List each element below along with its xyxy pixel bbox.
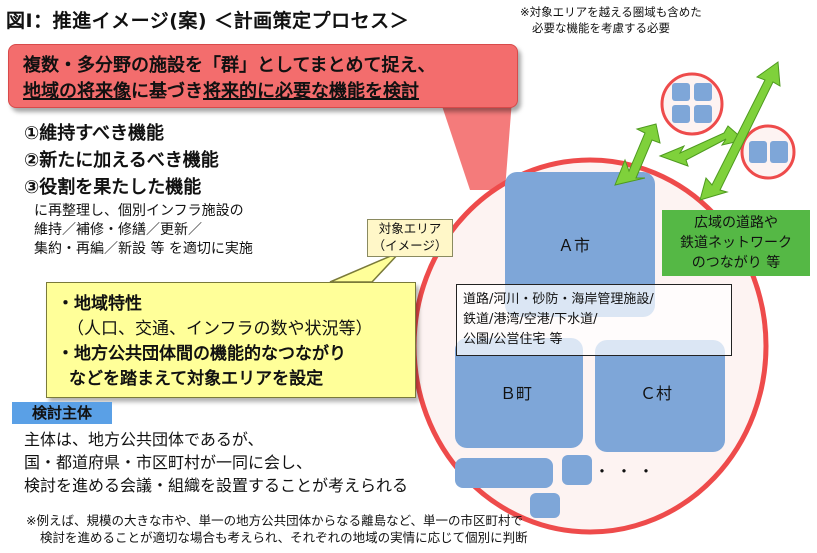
village-c-shape <box>595 340 725 452</box>
double-headed-arrow-icon <box>614 123 661 186</box>
infrastructure-list: 道路/河川・砂防・海岸管理施設/ 鉄道/港湾/空港/下水道/ 公園/公営住宅 等 <box>456 284 732 356</box>
scope-note-line-2: 必要な機能を考慮する必要 <box>532 21 670 35</box>
outer-region-circle-2 <box>740 124 796 180</box>
banner-line-2: 地域の将来像に基づき将来的に必要な機能を検討 <box>23 81 419 102</box>
page-title: 図Ⅰ：推進イメージ(案) ＜計画策定プロセス＞ <box>6 10 410 32</box>
function-item: ②新たに加えるべき機能 <box>24 150 219 171</box>
function-item: ①維持すべき機能 <box>24 123 164 144</box>
scope-note: ※対象エリアを越える圏域も含めた 必要な機能を考慮する必要 <box>520 4 810 36</box>
city-a-label: Ａ市 <box>558 236 591 255</box>
town-b-label: Ｂ町 <box>500 384 533 403</box>
banner-line-1: 複数・多分野の施設を「群」としてまとめて捉え、 <box>23 55 436 76</box>
target-area-label: 対象エリア （イメージ） <box>367 219 453 257</box>
criteria-line: などを踏まえて対象エリアを設定 <box>69 369 324 389</box>
more-municipalities-ellipsis: ・・・ <box>594 462 661 481</box>
small-municipality-3 <box>530 493 560 518</box>
wide-area-network-box: 広域の道路や 鉄道ネットワーク のつながり 等 <box>662 210 810 276</box>
study-body-badge: 検討主体 <box>12 402 112 424</box>
criteria-line: ・地域特性 <box>57 294 142 314</box>
function-list: ①維持すべき機能 ②新たに加えるべき機能 ③役割を果たした機能 <box>24 120 219 201</box>
footnote: ※例えば、規模の大きな市や、単一の地方公共団体からなる離島など、単一の市区町村で… <box>26 513 528 545</box>
criteria-line: ・地方公共団体間の機能的なつながり <box>57 344 346 364</box>
double-headed-arrow-icon <box>699 61 781 201</box>
grouping-banner: 複数・多分野の施設を「群」としてまとめて捉え、 地域の将来像に基づき将来的に必要… <box>8 44 518 108</box>
small-municipality-2 <box>562 455 592 485</box>
criteria-line: （人口、交通、インフラの数や状況等） <box>67 319 373 339</box>
scope-note-line-1: ※対象エリアを越える圏域も含めた <box>520 5 702 19</box>
function-item: ③役割を果たした機能 <box>24 177 202 198</box>
banner-pointer <box>440 100 512 190</box>
outer-region-circle-1 <box>660 72 724 136</box>
village-c-label: Ｃ村 <box>640 384 673 403</box>
area-criteria-box: ・地域特性 （人口、交通、インフラの数や状況等） ・地方公共団体間の機能的なつな… <box>46 282 416 398</box>
city-a-shape <box>505 172 655 317</box>
reorganization-text: に再整理し、個別インフラ施設の 維持／補修・修繕／更新／ 集約・再編／新設 等 … <box>34 203 253 257</box>
town-b-shape <box>455 338 583 448</box>
small-municipality-1 <box>455 458 553 488</box>
study-body-text: 主体は、地方公共団体であるが、 国・都道府県・市区町村が一同に会し、 検討を進め… <box>24 430 409 495</box>
